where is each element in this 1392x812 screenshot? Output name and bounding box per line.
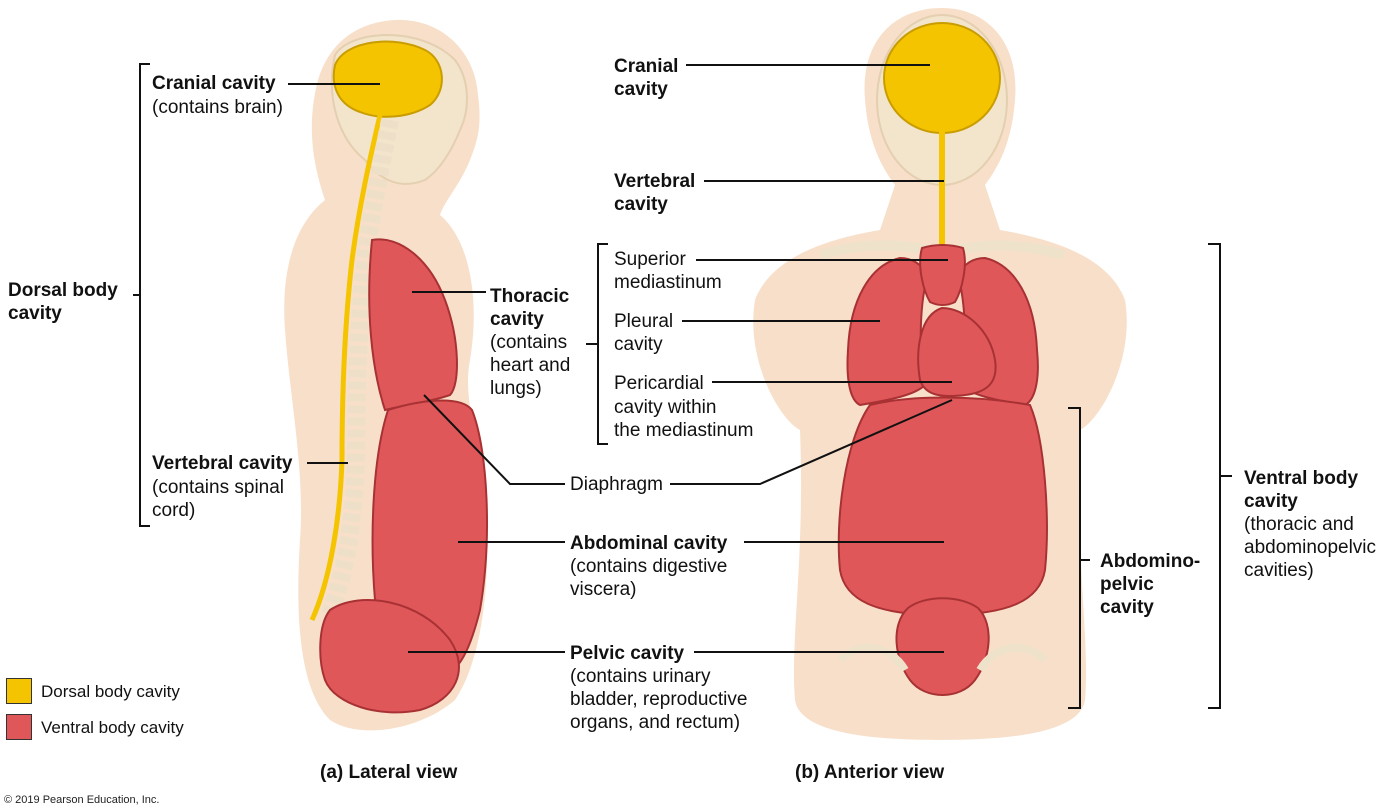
lateral-pelvic-cavity	[319, 599, 460, 714]
anterior-superior-mediastinum	[919, 244, 966, 306]
anterior-cranial-line1: Cranial	[614, 56, 679, 77]
pelvic-line2: (contains urinary	[570, 666, 711, 687]
anterior-vertebral-line1: Vertebral	[614, 171, 696, 192]
diaphragm-label: Diaphragm	[570, 474, 663, 495]
pelvic-line3: bladder, reproductive	[570, 689, 748, 710]
thoracic-label-line2: cavity	[490, 309, 544, 330]
ventral-body-line1: Ventral body	[1244, 468, 1359, 489]
anterior-abdominal-cavity	[837, 396, 1048, 617]
lateral-thoracic-cavity	[368, 238, 458, 412]
abdominal-title: Abdominal cavity	[570, 533, 728, 554]
pelvic-title: Pelvic cavity	[570, 643, 685, 664]
anterior-body	[753, 8, 1127, 740]
pleural-line2: cavity	[614, 334, 663, 355]
anterior-pelvis-bone	[837, 643, 1048, 673]
abdominopelvic-line1: Abdomino-	[1100, 551, 1201, 572]
abdominopelvic-line3: cavity	[1100, 597, 1154, 618]
thoracic-label-line5: lungs)	[490, 378, 542, 399]
dorsal-swatch-icon	[6, 678, 32, 704]
anterior-pericardial-cavity	[917, 306, 997, 398]
abdominopelvic-line2: pelvic	[1100, 574, 1154, 595]
thoracic-label-line4: heart and	[490, 355, 571, 376]
brackets	[133, 63, 1232, 709]
copyright-notice: © 2019 Pearson Education, Inc.	[4, 794, 160, 806]
abdominopelvic-bracket	[1068, 407, 1090, 709]
legend-dorsal-label: Dorsal body cavity	[41, 682, 180, 701]
anterior-view-caption: (b) Anterior view	[795, 762, 945, 783]
pericardial-line1: Pericardial	[614, 373, 704, 394]
ventral-body-line5: cavities)	[1244, 560, 1314, 581]
pericardial-line2: cavity within	[614, 397, 717, 418]
lateral-view-caption: (a) Lateral view	[320, 762, 458, 783]
anterior-brain	[883, 22, 1001, 134]
leader-lines	[288, 64, 953, 653]
lateral-body	[284, 19, 488, 731]
lateral-vertebral-line3: cord)	[152, 500, 196, 521]
pericardial-line3: the mediastinum	[614, 420, 754, 441]
thoracic-label-line1: Thoracic	[490, 286, 570, 307]
dorsal-body-label-line2: cavity	[8, 303, 62, 324]
leader-diaphragm-lateral	[423, 394, 565, 485]
pleural-line1: Pleural	[614, 311, 674, 332]
lateral-spinal-cord	[309, 114, 383, 622]
thoracic-bracket	[586, 243, 608, 445]
lateral-vertebral-title: Vertebral cavity	[152, 453, 293, 474]
lateral-cranial-desc: (contains brain)	[152, 97, 283, 118]
abdominal-line2: (contains digestive	[570, 556, 728, 577]
lateral-brain	[332, 40, 443, 118]
abdominal-line3: viscera)	[570, 579, 637, 600]
superior-mediastinum-line2: mediastinum	[614, 272, 722, 293]
anterior-cranial-line2: cavity	[614, 79, 668, 100]
pelvic-line4: organs, and rectum)	[570, 712, 741, 733]
ventral-body-line2: cavity	[1244, 491, 1298, 512]
ventral-body-bracket	[1208, 243, 1232, 709]
thoracic-label-line3: (contains	[490, 332, 568, 353]
ventral-body-line4: abdominopelvic	[1244, 537, 1377, 558]
lateral-vertebral-line2: (contains spinal	[152, 477, 285, 498]
legend-ventral-label: Ventral body cavity	[41, 718, 184, 737]
lateral-vertebral-column	[321, 118, 399, 619]
dorsal-body-label-line1: Dorsal body	[8, 280, 118, 301]
dorsal-body-bracket	[133, 63, 150, 527]
ventral-body-line3: (thoracic and	[1244, 514, 1354, 535]
anterior-pelvic-cavity	[895, 597, 990, 696]
lateral-cranial-title: Cranial cavity	[152, 73, 276, 94]
ventral-swatch-icon	[6, 714, 32, 740]
anterior-vertebral-line2: cavity	[614, 194, 668, 215]
superior-mediastinum-line1: Superior	[614, 249, 686, 270]
leader-diaphragm-anterior	[670, 399, 953, 485]
